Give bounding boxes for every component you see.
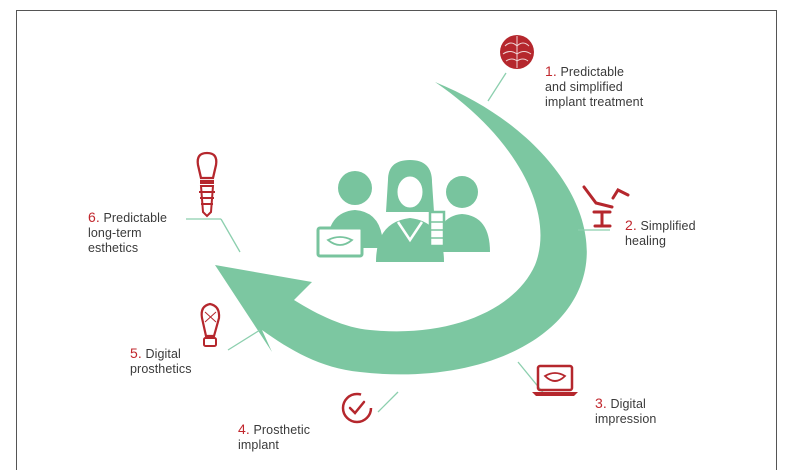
step-4-label: 4. Prosthetic implant: [238, 421, 311, 453]
step-1-label: 1. Predictable and simplified implant tr…: [545, 63, 644, 110]
implant-tooth-icon: [196, 151, 218, 218]
laptop-scan-icon: [532, 364, 578, 396]
step-6-label: 6. Predictable long-term esthetics: [88, 209, 168, 256]
step-3-label: 3. Digital impression: [595, 395, 657, 427]
brain-icon: [500, 35, 534, 69]
step-2-label: 2. Simplified healing: [625, 217, 696, 249]
dental-team-icon: [316, 160, 490, 262]
crown-mesh-icon: [200, 302, 221, 347]
clock-check-icon: [341, 392, 373, 424]
step-5-label: 5. Digital prosthetics: [130, 345, 192, 377]
dental-chair-icon: [582, 185, 630, 228]
